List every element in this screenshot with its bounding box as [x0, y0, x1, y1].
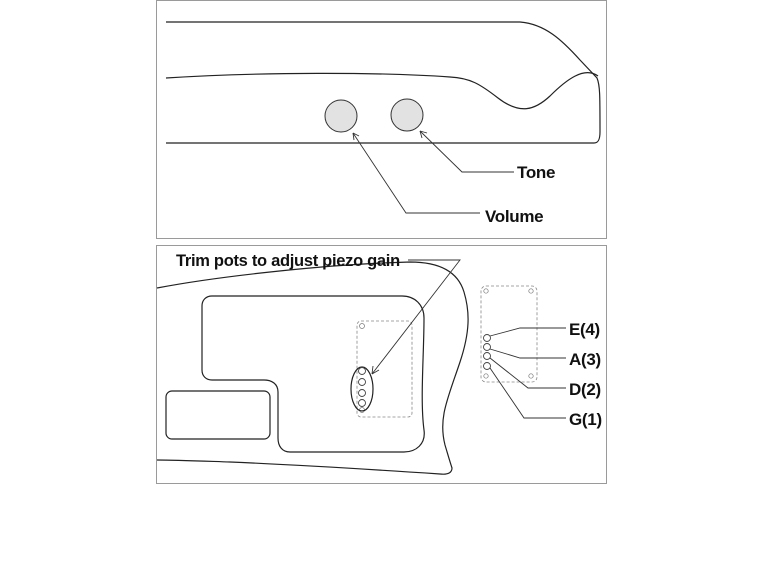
string-pot-e — [483, 334, 491, 342]
piezo-module-screw-3 — [483, 373, 489, 379]
string-label-d: D(2) — [569, 380, 601, 399]
trim-pots-label: Trim pots to adjust piezo gain — [176, 252, 400, 270]
preamp-screw-bottom — [359, 407, 365, 413]
preamp-screw-top — [359, 323, 365, 329]
tone-label: Tone — [517, 163, 555, 182]
battery-box-outline — [165, 390, 271, 440]
a-leader-line — [489, 348, 566, 359]
control-cavity-plate — [201, 295, 425, 453]
trim-pot-1 — [358, 367, 366, 375]
string-pot-a — [483, 343, 491, 351]
guitar-body-top-edge — [166, 21, 601, 144]
string-pot-d — [483, 352, 491, 360]
e-leader-line — [489, 327, 566, 337]
piezo-module-screw-4 — [528, 373, 534, 379]
trim-pot-group-outline — [350, 366, 374, 412]
string-label-e: E(4) — [569, 320, 600, 339]
string-label-a: A(3) — [569, 350, 601, 369]
volume-leader-line — [352, 132, 480, 214]
trim-pot-4 — [358, 399, 366, 407]
piezo-module-screw-2 — [528, 288, 534, 294]
trim-pot-leader-arrow — [371, 365, 380, 375]
piezo-module-screw-1 — [483, 288, 489, 294]
volume-knob — [324, 99, 358, 133]
string-pot-g — [483, 362, 491, 370]
lower-panel-frame — [156, 245, 607, 484]
volume-leader-arrow — [352, 132, 360, 141]
piezo-module-outline — [480, 285, 538, 383]
tone-knob — [390, 98, 424, 132]
guitar-body-horn-curve — [165, 72, 599, 110]
volume-label: Volume — [485, 207, 543, 226]
string-label-g: G(1) — [569, 410, 602, 429]
preamp-board-outline — [356, 320, 413, 418]
lower-body-top-edge — [156, 261, 469, 475]
tone-leader-line — [419, 130, 514, 173]
tone-leader-arrow — [419, 130, 428, 139]
trim-pot-2 — [358, 378, 366, 386]
upper-panel: Tone Volume — [156, 0, 607, 239]
trim-pot-3 — [358, 389, 366, 397]
g-leader-line — [489, 367, 566, 419]
upper-panel-frame — [156, 0, 607, 239]
trim-pot-leader-line — [371, 259, 461, 375]
d-leader-line — [489, 357, 566, 389]
lower-panel: Trim pots to adjust piezo gain E(4) A(3)… — [156, 245, 607, 484]
